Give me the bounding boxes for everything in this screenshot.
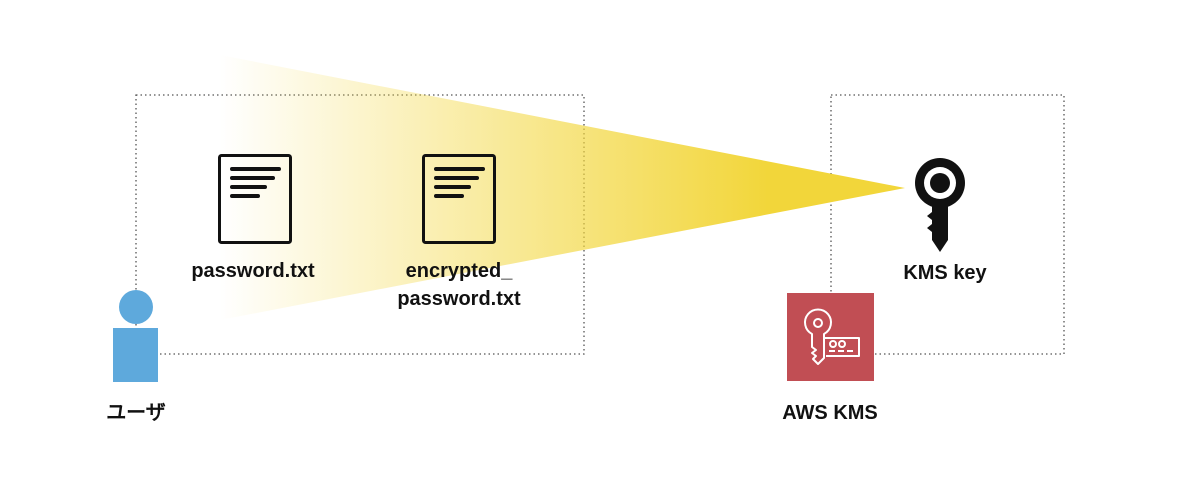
aws-kms-label: AWS KMS [782, 402, 878, 424]
kms-boundary [830, 94, 1065, 355]
file-label-encrypted-line2: password.txt [397, 288, 521, 310]
aws-kms-icon [787, 293, 874, 381]
user-icon [113, 290, 158, 382]
document-icon [218, 154, 292, 244]
encryption-beam [220, 55, 905, 320]
file-label-password: password.txt [191, 260, 315, 282]
file-label-encrypted-line1: encrypted_ [406, 260, 514, 282]
key-icon [915, 158, 965, 252]
kms-key-label: KMS key [903, 262, 987, 284]
document-icon [422, 154, 496, 244]
user-label: ユーザ [106, 401, 166, 424]
